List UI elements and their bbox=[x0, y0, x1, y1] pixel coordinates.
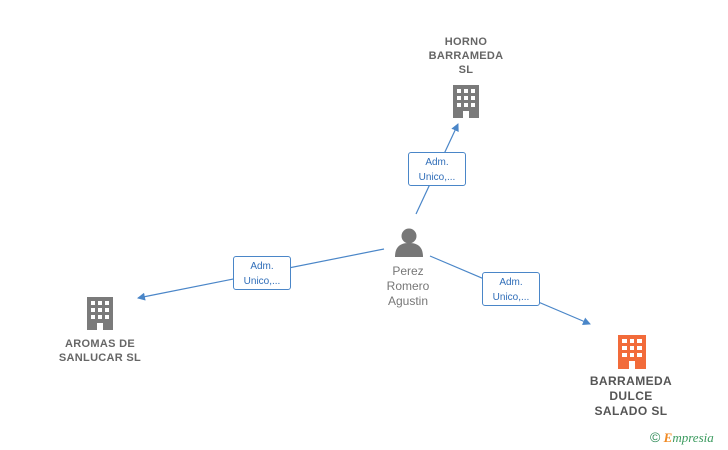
building-icon[interactable] bbox=[453, 85, 479, 118]
edge-label-to-barrameda[interactable]: Adm. Unico,... bbox=[482, 272, 540, 306]
edge-label-to-aromas[interactable]: Adm. Unico,... bbox=[233, 256, 291, 290]
brand-logo: Empresia bbox=[663, 430, 714, 445]
edge-label-to-horno[interactable]: Adm. Unico,... bbox=[408, 152, 466, 186]
person-label[interactable]: Perez Romero Agustin bbox=[386, 264, 430, 308]
company-label-aromas[interactable]: AROMAS DE SANLUCAR SL bbox=[58, 338, 142, 364]
building-icon-highlighted[interactable] bbox=[618, 335, 646, 369]
brand-watermark: © Empresia bbox=[650, 429, 714, 446]
person-icon[interactable] bbox=[395, 228, 423, 258]
company-label-barrameda[interactable]: BARRAMEDA DULCE SALADO SL bbox=[589, 374, 673, 418]
copyright-symbol: © bbox=[650, 429, 661, 445]
company-label-horno[interactable]: HORNO BARRAMEDA SL bbox=[428, 36, 504, 76]
building-icon[interactable] bbox=[87, 297, 113, 330]
